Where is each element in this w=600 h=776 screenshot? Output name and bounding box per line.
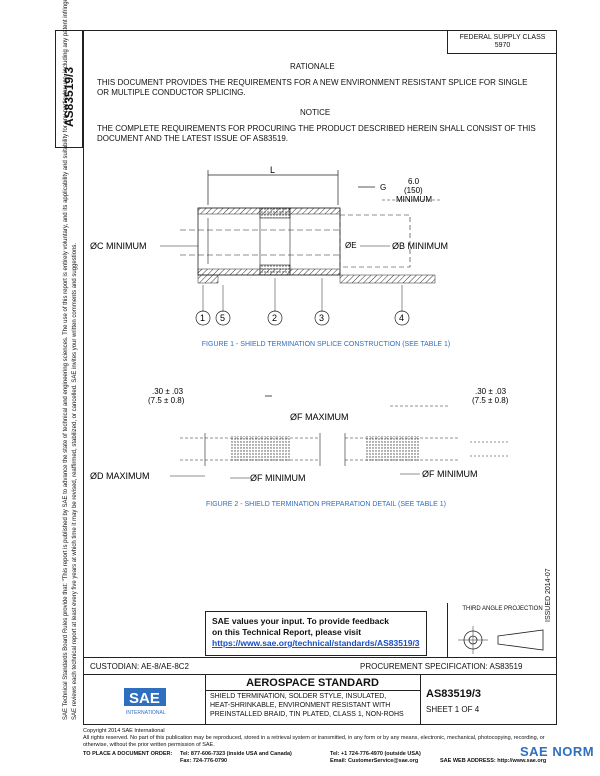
- footer: Copyright 2014 SAE International All rig…: [83, 728, 557, 749]
- dim-6-min: MINIMUM: [396, 195, 432, 204]
- callout-4: [394, 310, 410, 326]
- figure1-drawing: L G 6.0 (150) MINIMUM 1 5 2 3 4 ØC MINIM…: [90, 165, 448, 326]
- figure2-drawing: .30 ± .03 (7.5 ± 0.8) .30 ± .03 (7.5 ± 0…: [90, 387, 510, 483]
- callout-3-label: 3: [319, 313, 324, 323]
- custodian: CUSTODIAN: AE-8/AE-8C2: [90, 662, 189, 671]
- label-f-min-right: ØF MINIMUM: [422, 469, 478, 479]
- title-line-3: PREINSTALLED BRAID, TIN PLATED, CLASS 1,…: [210, 711, 404, 718]
- label-e: ØE: [345, 241, 357, 250]
- sae-logo-mark: SAE INTERNATIONAL: [124, 688, 166, 716]
- rationale-text: THIS DOCUMENT PROVIDES THE REQUIREMENTS …: [97, 78, 528, 97]
- label-b-min: ØB MINIMUM: [392, 241, 448, 251]
- feedback-link[interactable]: https://www.sae.org/technical/standards/…: [212, 638, 420, 648]
- title-underline: [205, 690, 420, 691]
- dim-6-mm: (150): [404, 186, 423, 195]
- fax: Fax: 724-776-0790: [180, 758, 228, 764]
- aerospace-standard: AEROSPACE STANDARD: [246, 677, 379, 689]
- dim-left-mm: (7.5 ± 0.8): [148, 396, 185, 405]
- label-d-max: ØD MAXIMUM: [90, 471, 150, 481]
- title-divider-right: [420, 674, 421, 725]
- dim-6-value: 6.0: [408, 177, 420, 186]
- email: Email: CustomerService@sae.org: [330, 758, 419, 764]
- projection-symbol: [458, 626, 544, 654]
- third-angle-projection-box: THIRD ANGLE PROJECTION: [447, 603, 557, 657]
- sae-rules-text: SAE Technical Standards Board Rules prov…: [63, 0, 69, 720]
- feedback-line1: SAE values your input. To provide feedba…: [212, 616, 389, 626]
- page-frame: [83, 30, 557, 725]
- callout-1-label: 1: [200, 313, 205, 323]
- tel-1: Tel: 877-606-7323 (inside USA and Canada…: [180, 751, 292, 757]
- label-c-min: ØC MINIMUM: [90, 241, 147, 251]
- document-number: AS83519/3: [426, 688, 482, 700]
- title-line-2: HEAT-SHRINKABLE, ENVIRONMENT RESISTANT W…: [210, 702, 391, 709]
- callout-4-label: 4: [399, 313, 404, 323]
- sae-logo: SAE INTERNATIONAL: [124, 686, 166, 716]
- document-number-box: AS83519/3: [55, 30, 83, 148]
- tel-2: Tel: +1 724-776-4970 (outside USA): [330, 751, 421, 757]
- sae-logo-text: SAE: [129, 690, 160, 707]
- title-line-1: SHIELD TERMINATION, SOLDER STYLE, INSULA…: [210, 693, 387, 700]
- dim-left-value: .30 ± .03: [152, 387, 184, 396]
- dim-right-mm: (7.5 ± 0.8): [472, 396, 509, 405]
- rationale-heading: RATIONALE: [290, 62, 335, 71]
- label-f-max: ØF MAXIMUM: [290, 412, 349, 422]
- federal-supply-box: FEDERAL SUPPLY CLASS 5970: [447, 30, 557, 54]
- feedback-box: SAE values your input. To provide feedba…: [205, 611, 427, 656]
- procurement-spec: PROCUREMENT SPECIFICATION: AS83519: [360, 662, 523, 671]
- dim-g: G: [380, 183, 386, 192]
- sae-logo-sub: INTERNATIONAL: [126, 710, 166, 716]
- rights-text: All rights reserved. No part of this pub…: [83, 735, 545, 748]
- feedback-line2: on this Technical Report, please visit: [212, 627, 362, 637]
- callout-5: [215, 310, 231, 326]
- callout-2: [267, 310, 283, 326]
- callout-1: [195, 310, 211, 326]
- federal-supply-label: FEDERAL SUPPLY CLASS: [459, 34, 546, 41]
- label-f-min-left: ØF MINIMUM: [250, 473, 306, 483]
- dim-l: L: [270, 165, 275, 175]
- title-text: SHIELD TERMINATION, SOLDER STYLE, INSULA…: [210, 692, 418, 719]
- web-address: SAE WEB ADDRESS: http://www.sae.org: [440, 758, 547, 764]
- federal-supply-value: 5970: [494, 42, 511, 49]
- sae-norm-watermark: SAE NORM: [520, 744, 595, 759]
- divider-top: [83, 657, 557, 658]
- dim-right-value: .30 ± .03: [475, 387, 507, 396]
- order-label: TO PLACE A DOCUMENT ORDER:: [83, 751, 173, 757]
- title-divider-left: [205, 674, 206, 725]
- sheet-number: SHEET 1 OF 4: [426, 705, 480, 714]
- callout-3: [314, 310, 330, 326]
- callout-2-label: 2: [272, 313, 277, 323]
- sae-review-text: SAE reviews each technical report at lea…: [72, 242, 78, 720]
- notice-heading: NOTICE: [300, 108, 331, 117]
- callout-5-label: 5: [220, 313, 225, 323]
- copyright: Copyright 2014 SAE International: [83, 728, 165, 734]
- figure1-caption: FIGURE 1 - SHIELD TERMINATION SPLICE CON…: [201, 341, 451, 348]
- divider-mid: [83, 674, 557, 675]
- projection-label: THIRD ANGLE PROJECTION: [462, 606, 543, 612]
- figure2-caption: FIGURE 2 - SHIELD TERMINATION PREPARATIO…: [206, 501, 446, 508]
- notice-text: THE COMPLETE REQUIREMENTS FOR PROCURING …: [97, 124, 536, 143]
